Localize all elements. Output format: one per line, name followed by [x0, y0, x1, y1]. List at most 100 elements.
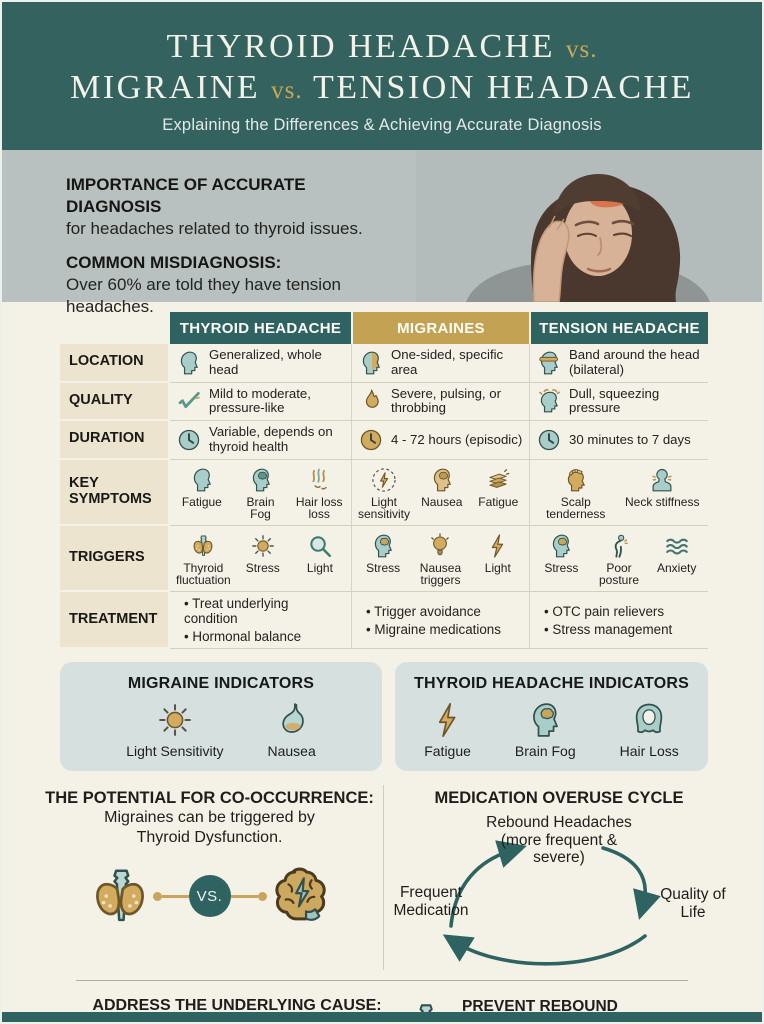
thyroid-vs-brain: VS. — [44, 863, 375, 929]
header-banner: THYROID HEADACHE vs. MIGRAINE vs. TENSIO… — [2, 2, 762, 150]
location-tension-cell: Band around the head (bilateral) — [529, 344, 708, 383]
trigger-item: Light — [473, 533, 523, 575]
intro-heading-2: COMMON MISDIAGNOSIS: — [66, 253, 282, 273]
stress-head-icon — [548, 533, 574, 559]
duration-migraine-cell: 4 - 72 hours (episodic) — [351, 421, 529, 460]
treatment-tension-cell: OTC pain relievers Stress management — [529, 592, 708, 650]
connector-line — [230, 894, 258, 898]
trigger-item: Stress — [536, 533, 587, 575]
brain-icon — [267, 863, 333, 929]
fatigue-layers-icon — [485, 467, 511, 493]
row-label-treatment: TREATMENT — [60, 592, 170, 650]
footer-strip — [2, 1012, 762, 1022]
intro-line-2: Over 60% are told they have tension head… — [66, 275, 341, 316]
neck-stiffness-icon — [649, 467, 675, 493]
cycle-title: MEDICATION OVERUSE CYCLE — [434, 789, 684, 808]
triggers-migraine-cell: Stress Nausea triggers Light — [351, 525, 529, 593]
squeezed-head-icon — [536, 388, 562, 414]
intro-heading-1: IMPORTANCE OF ACCURATE DIAGNOSIS — [66, 175, 306, 216]
row-label-duration: DURATION — [60, 421, 170, 460]
cycle-node-quality: Quality of Life — [660, 886, 726, 921]
indicator-item: Hair Loss — [620, 701, 679, 759]
sun-icon — [156, 701, 194, 739]
fatigue-head-icon — [189, 467, 215, 493]
vs-accent: vs. — [271, 77, 303, 105]
main-title-line1: THYROID HEADACHE vs. — [166, 28, 598, 65]
migraine-indicators-box: MIGRAINE INDICATORS Light Sensitivity Na… — [60, 662, 382, 772]
treatment-item: Trigger avoidance — [366, 604, 481, 619]
lightbulb-icon — [427, 533, 453, 559]
symptom-item: Brain Fog — [235, 467, 287, 521]
symptoms-tension-cell: Scalp tenderness Neck stiffness — [529, 459, 708, 526]
row-label-key-symptoms: KEY SYMPTOMS — [60, 459, 170, 526]
co-occurrence-title: THE POTENTIAL FOR CO-OCCURRENCE: — [45, 789, 374, 808]
row-label-quality: QUALITY — [60, 382, 170, 422]
clock-icon — [176, 427, 202, 453]
woman-hair-icon — [630, 701, 668, 739]
brain-fog-head-icon — [248, 467, 274, 493]
indicator-boxes: MIGRAINE INDICATORS Light Sensitivity Na… — [60, 662, 708, 772]
co-occurrence-line1: Migraines can be triggered by — [104, 809, 315, 827]
thyroid-indicators-box: THYROID HEADACHE INDICATORS Fatigue Brai… — [395, 662, 708, 772]
main-title-line2: MIGRAINE vs. TENSION HEADACHE — [70, 69, 694, 107]
treatment-item: Stress management — [544, 622, 672, 637]
quality-migraine-cell: Severe, pulsing, or throbbing — [351, 382, 529, 422]
quality-tension-cell: Dull, squeezing pressure — [529, 382, 708, 422]
column-header-thyroid: THYROID HEADACHE — [170, 312, 351, 344]
symptoms-migraine-cell: Light sensitivity Nausea Fatigue — [351, 459, 529, 526]
clock-icon — [536, 427, 562, 453]
intro-text: IMPORTANCE OF ACCURATE DIAGNOSIS for hea… — [66, 174, 366, 318]
cycle-node-rebound: Rebound Headaches (more frequent & sever… — [486, 814, 632, 867]
subtitle: Explaining the Differences & Achieving A… — [162, 115, 602, 134]
medication-cycle-panel: MEDICATION OVERUSE CYCLE Rebound Headach… — [384, 785, 734, 970]
treatment-item: OTC pain relievers — [544, 604, 664, 619]
cycle-diagram: Rebound Headaches (more frequent & sever… — [387, 812, 731, 970]
trigger-item: Poor posture — [594, 533, 645, 587]
trigger-item: Stress — [238, 533, 288, 575]
trigger-item: Thyroid fluctuation — [176, 533, 231, 587]
intro-line-1: for headaches related to thyroid issues. — [66, 218, 363, 238]
indicator-item: Brain Fog — [515, 701, 576, 759]
symptom-item: Hair loss loss — [293, 467, 345, 521]
duration-tension-cell: 30 minutes to 7 days — [529, 421, 708, 460]
row-label-location: LOCATION — [60, 344, 170, 383]
triggers-thyroid-cell: Thyroid fluctuation Stress Light — [170, 526, 351, 593]
sun-icon — [250, 533, 276, 559]
migraine-indicators-title: MIGRAINE INDICATORS — [127, 675, 315, 693]
co-occurrence-line2: Thyroid Dysfunction. — [136, 828, 283, 846]
symptom-item: Light sensitivity — [358, 467, 410, 521]
symptom-item: Neck stiffness — [623, 467, 703, 509]
connector-dot — [152, 891, 162, 901]
column-header-tension: TENSION HEADACHE — [529, 312, 708, 344]
thyroid-gland-icon — [87, 863, 153, 929]
underlying-cause-heading: ADDRESS THE UNDERLYING CAUSE: — [92, 997, 382, 1015]
vs-accent: vs. — [565, 36, 598, 63]
cycle-arrows — [442, 840, 661, 966]
light-sensitivity-icon — [371, 467, 397, 493]
row-label-triggers: TRIGGERS — [60, 525, 170, 593]
checkmark-icon — [176, 388, 202, 414]
comparison-table: THYROID HEADACHE MIGRAINES TENSION HEADA… — [60, 312, 708, 650]
quality-thyroid-cell: Mild to moderate, pressure-like — [170, 383, 351, 422]
diagnosis-intro-panel: IMPORTANCE OF ACCURATE DIAGNOSIS for hea… — [2, 150, 762, 316]
symptom-item: Fatigue — [474, 467, 524, 509]
scalp-tenderness-icon — [563, 467, 589, 493]
cycle-node-medication: Frequent Medication — [393, 884, 469, 919]
trigger-item: Light — [295, 533, 345, 575]
treatment-thyroid-cell: Treat underlying condition Hormonal bala… — [170, 592, 351, 650]
stress-head-icon — [370, 533, 396, 559]
hair-loss-icon — [306, 467, 332, 493]
anxiety-waves-icon — [664, 533, 690, 559]
connector-line — [161, 894, 189, 898]
nausea-head-icon — [429, 467, 455, 493]
half-head-icon — [358, 350, 384, 376]
indicator-item: Fatigue — [424, 701, 471, 759]
lightning-bolt-icon — [485, 533, 511, 559]
symptom-item: Fatigue — [176, 467, 228, 509]
clock-icon — [358, 427, 384, 453]
column-header-migraines: MIGRAINES — [351, 312, 529, 344]
vs-badge: VS. — [188, 875, 231, 918]
treatment-migraine-cell: Trigger avoidance Migraine medications — [351, 592, 529, 650]
treatment-item: Migraine medications — [366, 622, 501, 637]
